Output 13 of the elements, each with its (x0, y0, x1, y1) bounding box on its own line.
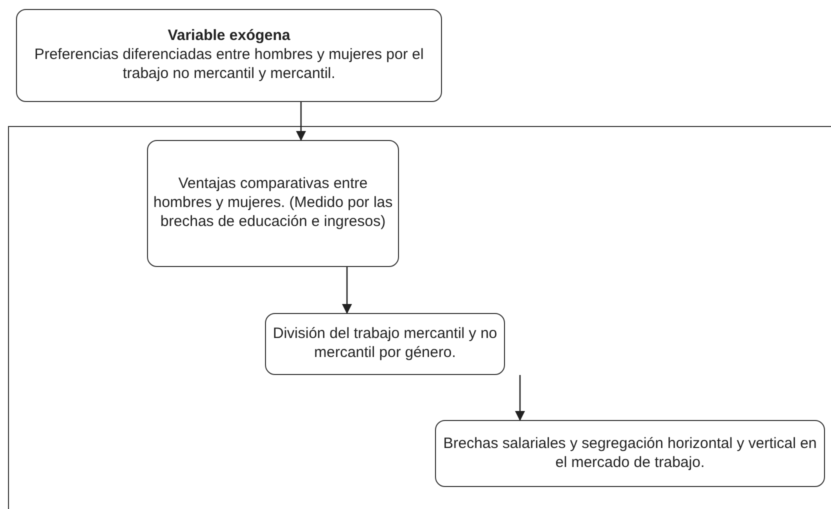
arrow (342, 267, 352, 314)
arrow (296, 102, 306, 141)
box-text: Ventajas comparativas entre hombres y mujeres. (Medido por las brechas de educación e ingresos) (152, 175, 394, 232)
process-box (265, 313, 505, 375)
box-text: Brechas salariales y segregación horizontal y vertical en el mercado de trabajo. (442, 434, 818, 472)
process-box (435, 420, 825, 487)
process-box (16, 9, 442, 102)
arrow (515, 375, 525, 421)
box-text: Preferencias diferenciadas entre hombres y mujeres por el trabajo no mercantil y mercantil. (33, 46, 425, 84)
box-heading: Variable exógena (168, 27, 290, 46)
frame-outline (8, 126, 831, 509)
box-text: División del trabajo mercantil y no mercantil por género. (272, 325, 498, 363)
process-box (147, 140, 399, 267)
